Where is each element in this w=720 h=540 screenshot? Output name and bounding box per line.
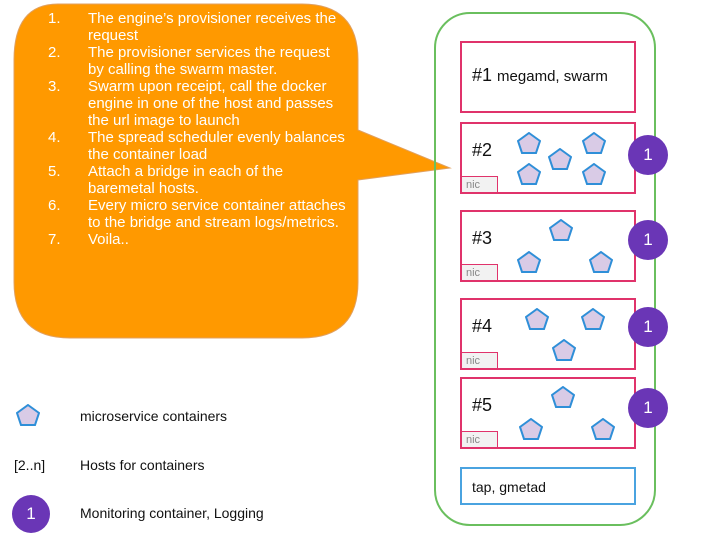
host-1: #1 megamd, swarm — [460, 41, 636, 113]
host-1-label: #1 megamd, swarm — [472, 65, 608, 85]
microservice-container-icon — [591, 418, 615, 440]
nic-label: nic — [462, 352, 498, 368]
microservice-container-icon — [16, 404, 40, 426]
microservice-container-icon — [581, 308, 605, 330]
nic-label: nic — [462, 264, 498, 280]
microservice-container-icon — [582, 163, 606, 185]
callout-shape — [13, 3, 452, 339]
microservice-container-icon — [549, 219, 573, 241]
legend-microservice-text: microservice containers — [80, 408, 228, 424]
cluster-container — [434, 12, 656, 526]
tap-gmetad-box: tap, gmetad — [460, 467, 636, 505]
host-2-id: #2 — [472, 140, 493, 160]
monitoring-container-badge: 1 — [628, 307, 668, 347]
step-item: 2.The provisioner services the request b… — [48, 44, 330, 78]
monitoring-container-badge: 1 — [628, 388, 668, 428]
microservice-container-icon — [582, 132, 606, 154]
microservice-container-icon — [519, 418, 543, 440]
microservice-container-icon — [551, 386, 575, 408]
step-item: 7.Voila.. — [48, 231, 129, 248]
microservice-container-icon — [517, 163, 541, 185]
step-item: 4.The spread scheduler evenly balances t… — [48, 129, 345, 163]
nic-label: nic — [462, 176, 498, 192]
legend-hosts-text: Hosts for containers — [80, 457, 205, 473]
monitoring-container-badge: 1 — [628, 135, 668, 175]
host-2: #2 nic — [460, 122, 636, 194]
legend-monitoring-text: Monitoring container, Logging — [80, 505, 264, 521]
microservice-container-icon — [552, 339, 576, 361]
step-item: 1.The engine’s provisioner receives the … — [48, 10, 337, 44]
host-4-id: #4 — [472, 316, 493, 336]
monitoring-container-badge: 1 — [628, 220, 668, 260]
tap-gmetad-label: tap, gmetad — [472, 479, 546, 495]
host-3-id: #3 — [472, 228, 493, 248]
legend-hosts-key: [2..n] — [14, 457, 46, 473]
step-item: 3.Swarm upon receipt, call the docker en… — [48, 78, 334, 129]
host-4: #4 nic — [460, 298, 636, 370]
microservice-container-icon — [589, 251, 613, 273]
microservice-container-icon — [548, 148, 572, 170]
workflow-steps: 1.The engine’s provisioner receives the … — [48, 10, 348, 248]
step-item: 5.Attach a bridge in each of the baremet… — [48, 163, 284, 197]
microservice-container-icon — [517, 132, 541, 154]
nic-label: nic — [462, 431, 498, 447]
step-item: 6.Every micro service container attaches… — [48, 197, 346, 231]
legend-monitoring-badge: 1 — [12, 495, 50, 533]
host-5-id: #5 — [472, 395, 493, 415]
microservice-container-icon — [525, 308, 549, 330]
microservice-container-icon — [517, 251, 541, 273]
